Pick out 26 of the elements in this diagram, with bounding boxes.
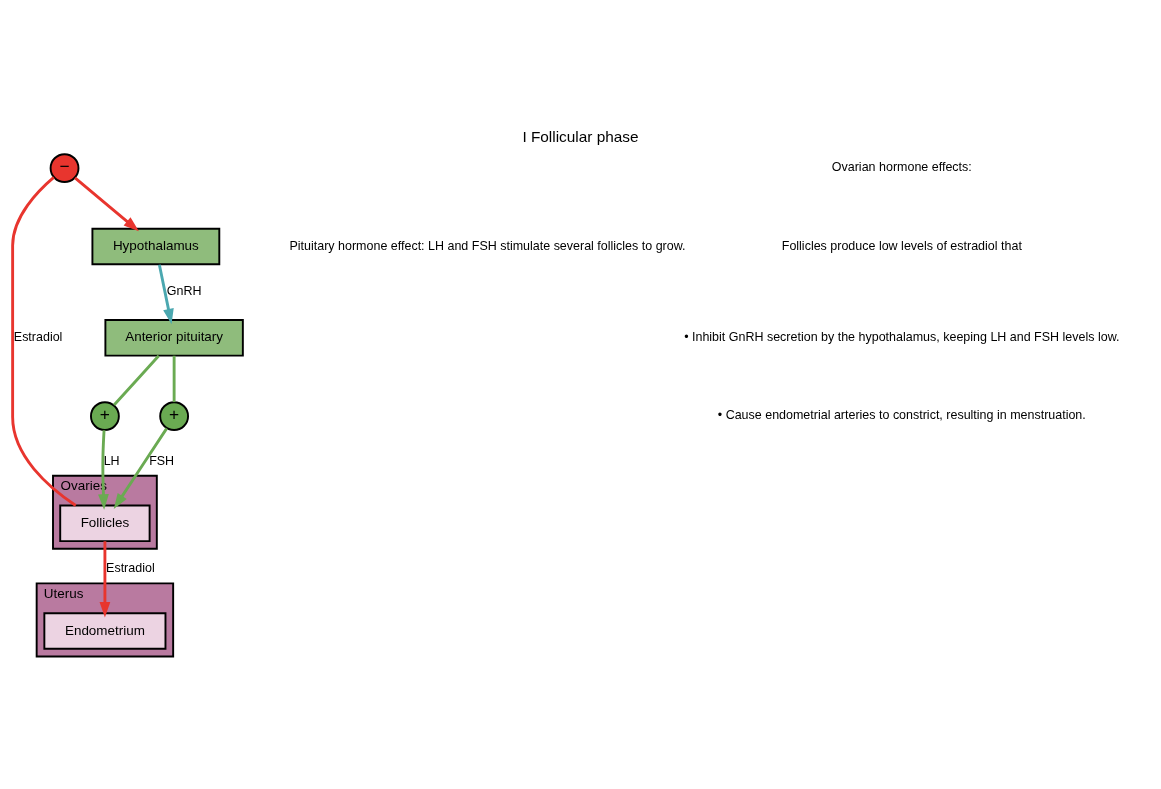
node-circle: − — [49, 152, 80, 183]
label: Pituitary hormone effect: LH and FSH stimulate several follicles to grow. — [289, 238, 686, 253]
node-box: Follicles — [59, 504, 151, 542]
connector — [11, 175, 77, 507]
node-box: Endometrium — [43, 611, 167, 650]
arrow — [74, 176, 139, 231]
node-circle: + — [159, 400, 189, 431]
edge-label: Estradiol — [106, 560, 155, 575]
edge-label: LH — [103, 453, 120, 468]
label: Follicles produce low levels of estradiol that — [781, 238, 1022, 253]
edge-label: FSH — [149, 453, 175, 468]
arrow — [113, 427, 168, 509]
label: Ovarian hormone effects: — [831, 159, 972, 174]
node-box: Anterior pituitary — [104, 318, 244, 357]
arrow — [98, 429, 109, 510]
label: • Inhibit GnRH secretion by the hypothalamus, keeping LH and FSH levels low. — [684, 329, 1120, 344]
label: • Cause endometrial arteries to constrict, resulting in menstruation. — [717, 407, 1086, 422]
connector — [113, 354, 160, 406]
edge-label: Estradiol — [13, 329, 63, 344]
arrow — [157, 263, 174, 324]
edge-label: GnRH — [166, 283, 202, 298]
arrow — [99, 540, 111, 617]
node-circle: + — [90, 400, 120, 431]
node-box: Hypothalamus — [91, 227, 221, 265]
connector — [172, 355, 176, 402]
diagram-title: I Follicular phase — [522, 127, 639, 145]
